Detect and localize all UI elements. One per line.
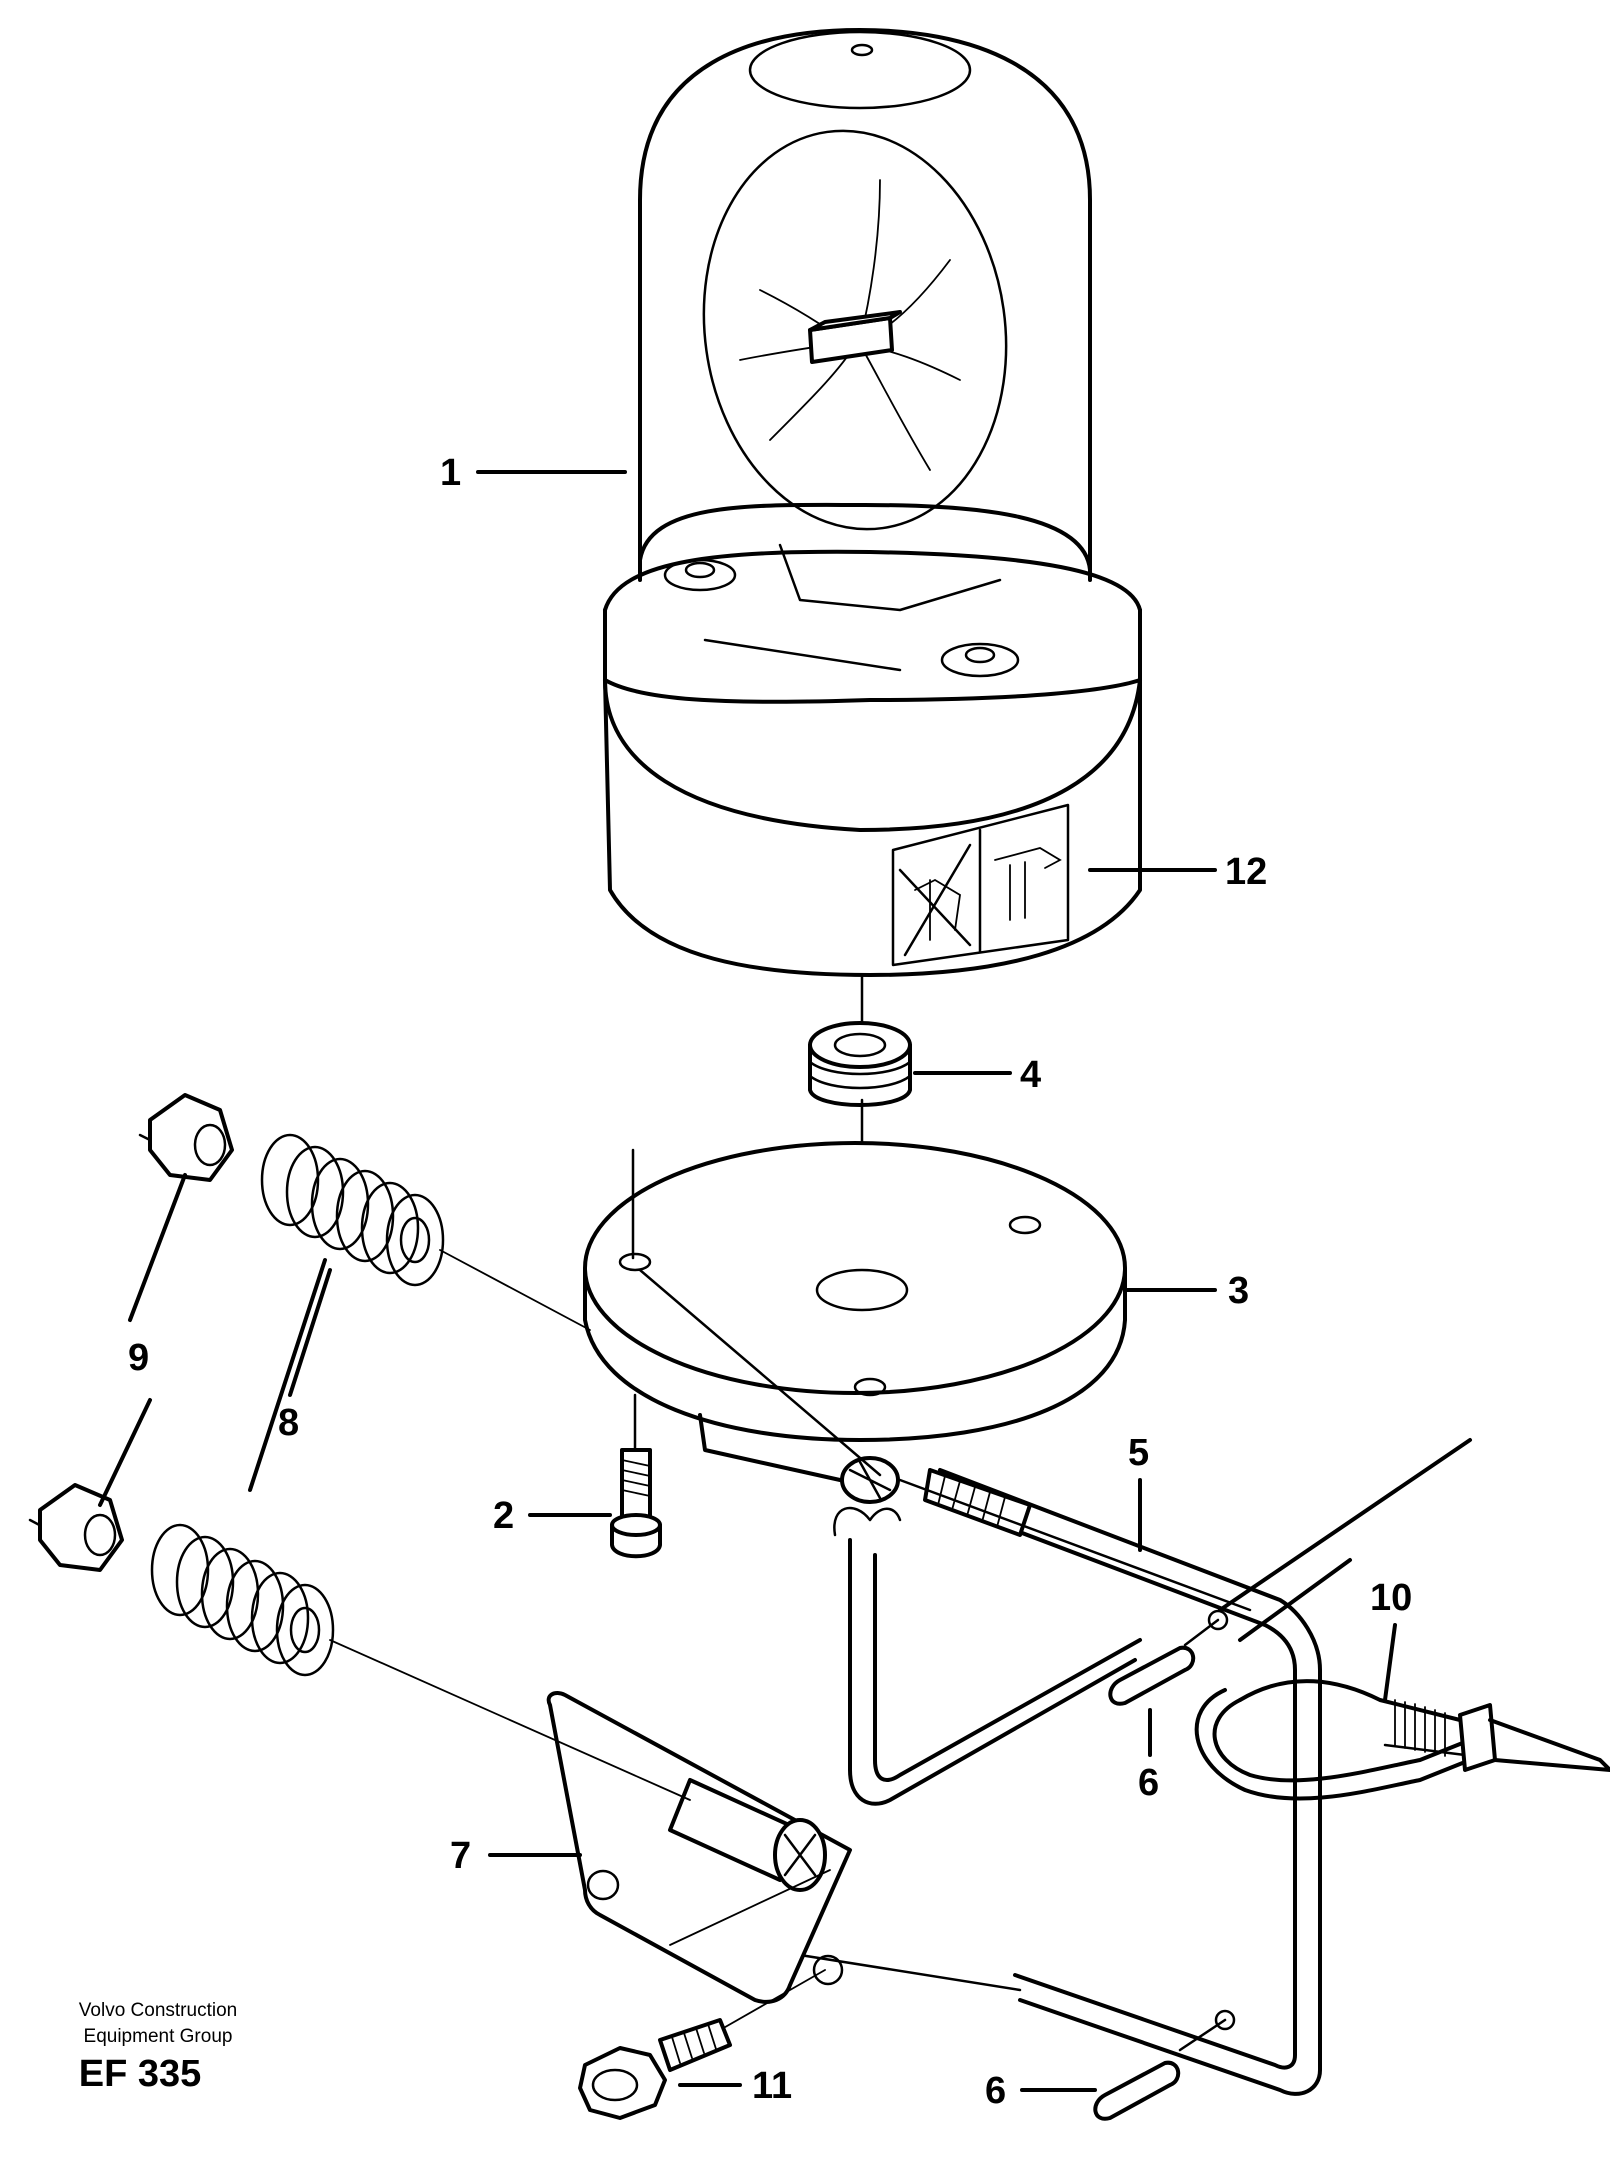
bolt-part-11 [578, 1969, 826, 2120]
bracket-part-7 [546, 1691, 852, 2004]
footer-company-line2: Equipment Group [84, 2026, 233, 2047]
callout-8-upper: 8 [278, 1402, 299, 1444]
callout-labels: 1 12 4 3 9 8 2 5 10 6 7 11 6 [128, 452, 1412, 2112]
footer-company-line1: Volvo Construction [79, 2000, 237, 2021]
callout-12: 12 [1225, 851, 1267, 893]
callout-6-lower: 6 [985, 2070, 1006, 2112]
spring-part-8-lower [150, 1523, 335, 1677]
leader-lines [98, 470, 1397, 2092]
nut-part-9-lower [28, 1483, 124, 1572]
callout-11: 11 [752, 2065, 792, 2107]
callout-5: 5 [1128, 1432, 1149, 1474]
pin-part-6-upper [1108, 1609, 1229, 1706]
spring-part-8-upper [260, 1133, 445, 1287]
callout-1: 1 [440, 452, 461, 494]
footer-block: Volvo Construction Equipment Group EF 33… [79, 2000, 237, 2095]
callout-2: 2 [493, 1495, 514, 1537]
pin-part-6-lower [1093, 2009, 1236, 2121]
cable-tie-part-10 [1194, 1679, 1610, 1801]
screw-part-2 [610, 1393, 662, 1559]
beacon-lamp-part-1 [603, 28, 1142, 977]
callout-3: 3 [1228, 1270, 1249, 1312]
nut-part-9-upper [138, 1093, 234, 1182]
figure-code: EF 335 [79, 2053, 202, 2095]
callout-4: 4 [1020, 1054, 1041, 1096]
callout-7: 7 [450, 1835, 471, 1877]
callout-9: 9 [128, 1337, 149, 1379]
grommet-part-4 [808, 973, 912, 1272]
mounting-plate-part-3 [583, 1141, 1127, 1482]
callout-10: 10 [1370, 1577, 1412, 1619]
callout-6-upper: 6 [1138, 1762, 1159, 1804]
